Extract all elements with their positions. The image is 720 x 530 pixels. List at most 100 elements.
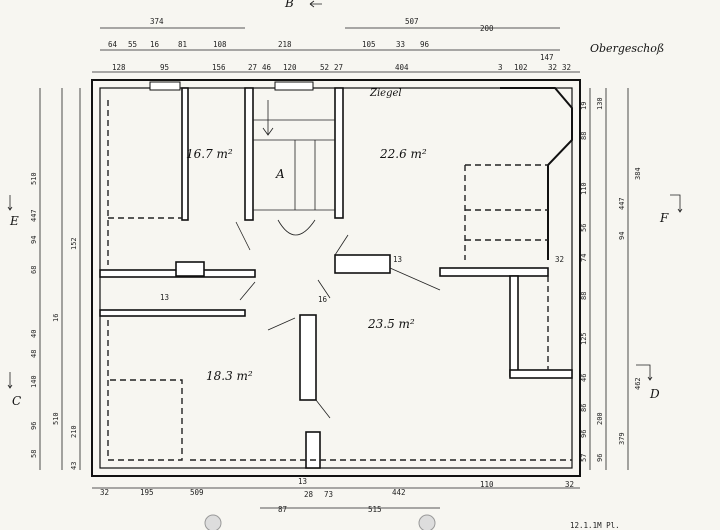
svg-text:46: 46 xyxy=(580,374,588,382)
svg-text:200: 200 xyxy=(596,412,604,425)
svg-text:510: 510 xyxy=(52,412,60,425)
punch-hole-left xyxy=(204,514,222,530)
svg-text:110: 110 xyxy=(580,182,588,195)
svg-text:96: 96 xyxy=(420,40,430,49)
outer-wall xyxy=(91,79,581,477)
svg-text:56: 56 xyxy=(580,224,588,232)
svg-text:130: 130 xyxy=(596,97,604,110)
svg-text:147: 147 xyxy=(540,53,554,62)
svg-text:19: 19 xyxy=(580,102,588,110)
svg-text:128: 128 xyxy=(112,63,126,72)
svg-text:94: 94 xyxy=(618,232,626,240)
room-area-sw: 18.3 m² xyxy=(206,369,253,383)
small-label-3: 16 xyxy=(318,295,328,304)
svg-text:27: 27 xyxy=(334,63,343,72)
wall-center-chimney xyxy=(334,254,391,274)
svg-text:32: 32 xyxy=(562,63,571,72)
svg-text:156: 156 xyxy=(212,63,226,72)
punch-hole-right xyxy=(418,514,436,530)
svg-text:16: 16 xyxy=(150,40,160,49)
wardrobe-west-upper xyxy=(107,100,182,265)
wall-west-lower xyxy=(99,309,246,317)
svg-text:57: 57 xyxy=(580,454,588,462)
svg-text:210: 210 xyxy=(70,425,78,438)
svg-text:108: 108 xyxy=(213,40,227,49)
svg-text:110: 110 xyxy=(480,480,494,489)
svg-text:74: 74 xyxy=(580,254,588,262)
svg-text:32: 32 xyxy=(548,63,557,72)
svg-text:40: 40 xyxy=(30,330,38,338)
svg-text:88: 88 xyxy=(580,292,588,300)
svg-text:43: 43 xyxy=(70,462,78,470)
svg-text:81: 81 xyxy=(178,40,187,49)
footer-note: 12.1.1M Pl. xyxy=(570,521,620,530)
small-label-1: 13 xyxy=(160,293,169,302)
svg-text:442: 442 xyxy=(392,488,406,497)
svg-text:55: 55 xyxy=(128,40,137,49)
svg-text:140: 140 xyxy=(30,375,38,388)
svg-text:68: 68 xyxy=(30,266,38,274)
svg-text:105: 105 xyxy=(362,40,376,49)
svg-text:96: 96 xyxy=(30,422,38,430)
section-f: F xyxy=(659,211,669,225)
wall-center-pillar xyxy=(299,314,317,401)
wardrobe-west-lower xyxy=(107,320,183,461)
svg-text:447: 447 xyxy=(618,197,626,210)
section-b: B xyxy=(284,0,294,10)
wall-center-bottom xyxy=(305,431,321,469)
plan-title: Obergeschoß xyxy=(590,42,664,55)
svg-text:384: 384 xyxy=(634,167,642,180)
section-d: D xyxy=(649,387,660,401)
svg-text:28: 28 xyxy=(304,490,314,499)
svg-text:96: 96 xyxy=(580,430,588,438)
staircase xyxy=(253,100,335,236)
room-area-ne: 22.6 m² xyxy=(379,147,427,161)
wall-east-col xyxy=(509,275,519,377)
wall-stair-east xyxy=(334,87,344,219)
svg-text:27: 27 xyxy=(248,63,257,72)
right-dimensions: 130 384 447 94 462 379 19 88 110 56 74 8… xyxy=(580,88,642,470)
svg-text:73: 73 xyxy=(324,490,333,499)
svg-text:52: 52 xyxy=(320,63,329,72)
window-top-2 xyxy=(274,81,314,91)
svg-text:152: 152 xyxy=(70,237,78,250)
door-swings xyxy=(235,221,441,419)
svg-text:33: 33 xyxy=(396,40,405,49)
svg-text:462: 462 xyxy=(634,377,642,390)
dim-top-1: 374 xyxy=(150,17,164,26)
svg-text:64: 64 xyxy=(108,40,118,49)
wall-stair-west xyxy=(244,87,254,221)
svg-text:95: 95 xyxy=(160,63,169,72)
svg-text:13: 13 xyxy=(298,477,307,486)
wall-dashed-east-lower xyxy=(470,276,572,461)
top-dimensions: 374 507 200 64 55 16 81 108 218 105 33 9… xyxy=(92,17,580,73)
svg-text:404: 404 xyxy=(395,63,409,72)
dim-top-2: 507 xyxy=(405,17,419,26)
svg-text:125: 125 xyxy=(580,332,588,345)
stair-direction-label: A xyxy=(275,167,285,181)
wall-se-room xyxy=(509,369,573,379)
window-top-1 xyxy=(149,81,181,91)
section-markers xyxy=(7,0,683,389)
left-dimensions: 510 447 94 152 68 40 16 48 140 96 510 21… xyxy=(30,88,81,470)
wall-east-mid xyxy=(439,267,549,277)
svg-text:510: 510 xyxy=(30,172,38,185)
svg-text:87: 87 xyxy=(278,505,287,514)
svg-text:86: 86 xyxy=(580,404,588,412)
small-label-2: 13 xyxy=(393,255,402,264)
svg-text:120: 120 xyxy=(283,63,297,72)
svg-text:515: 515 xyxy=(368,505,382,514)
wall-nw-east xyxy=(181,87,189,221)
svg-text:94: 94 xyxy=(30,236,38,244)
cabinets-east xyxy=(464,164,548,260)
svg-text:218: 218 xyxy=(278,40,292,49)
wall-note: Ziegel xyxy=(369,88,402,99)
svg-text:16: 16 xyxy=(52,314,60,322)
svg-text:509: 509 xyxy=(190,488,204,497)
room-area-center: 23.5 m² xyxy=(367,317,415,331)
small-label-4: 32 xyxy=(555,255,564,264)
svg-text:58: 58 xyxy=(30,450,38,458)
bottom-dimensions: 32 195 509 13 28 73 442 110 32 87 515 xyxy=(92,477,580,514)
